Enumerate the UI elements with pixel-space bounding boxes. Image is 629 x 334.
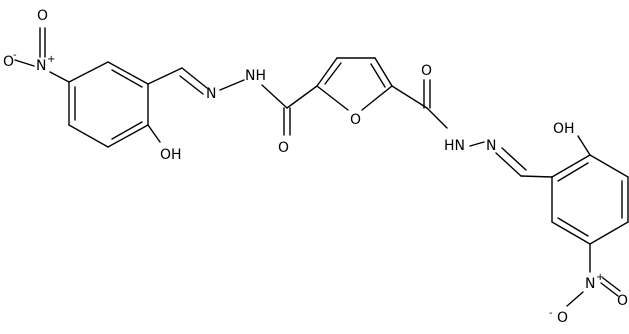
bond — [589, 221, 629, 245]
bond — [370, 63, 386, 88]
bond — [107, 124, 149, 148]
bond — [361, 85, 393, 111]
bond — [557, 217, 589, 237]
bond — [316, 85, 349, 111]
bond — [520, 175, 553, 178]
bond — [286, 85, 318, 109]
carbonyl-oxygen-label: O — [421, 63, 432, 79]
bond — [374, 57, 393, 87]
charge-label: - — [549, 308, 553, 319]
bond — [589, 154, 629, 178]
bond — [68, 61, 109, 83]
bond — [469, 141, 485, 147]
bond — [49, 71, 70, 83]
bond — [111, 69, 143, 88]
bond — [602, 277, 621, 292]
bond — [566, 291, 584, 307]
nitro-oxygen-label: O — [3, 54, 14, 70]
bond — [14, 59, 35, 67]
imine-nitrogen-label: N — [206, 86, 216, 102]
bond — [147, 124, 161, 143]
furan-oxygen-label: O — [350, 112, 361, 128]
charge-label: + — [47, 54, 55, 65]
carbonyl-oxygen-label: O — [278, 140, 289, 156]
nitro-nitrogen-label: N — [585, 276, 595, 292]
hydroxyl-label: OH — [553, 121, 575, 137]
amide-hn-label: HN — [444, 138, 465, 154]
bond — [495, 152, 522, 177]
left-benzene-ring — [68, 61, 149, 148]
furan-ring — [286, 57, 393, 111]
bond — [107, 61, 149, 85]
charge-label: - — [13, 50, 17, 61]
bond — [111, 121, 143, 140]
bond — [181, 67, 208, 89]
bond — [557, 162, 589, 182]
nitro-oxygen-label: O — [557, 310, 568, 326]
bond — [316, 57, 338, 87]
bond — [324, 62, 342, 85]
bond — [577, 135, 591, 156]
bond — [551, 221, 591, 245]
bond — [219, 79, 245, 91]
bond — [426, 107, 448, 129]
right-benzene-ring — [551, 154, 629, 245]
bond — [551, 154, 591, 178]
charge-label: + — [596, 272, 604, 283]
bond — [179, 75, 204, 95]
bond — [391, 85, 428, 109]
bond — [147, 67, 183, 85]
nitro-oxygen-label: O — [37, 8, 48, 24]
bond — [261, 84, 288, 109]
amide-nh-label: NH — [245, 68, 266, 84]
bond — [600, 282, 619, 297]
hydroxyl-label: OH — [160, 147, 182, 163]
imine-nitrogen-label: N — [486, 138, 496, 154]
nitro-nitrogen-label: N — [36, 58, 46, 74]
nitro-oxygen-label: O — [617, 293, 628, 309]
bond — [68, 124, 109, 148]
bond — [501, 147, 527, 171]
